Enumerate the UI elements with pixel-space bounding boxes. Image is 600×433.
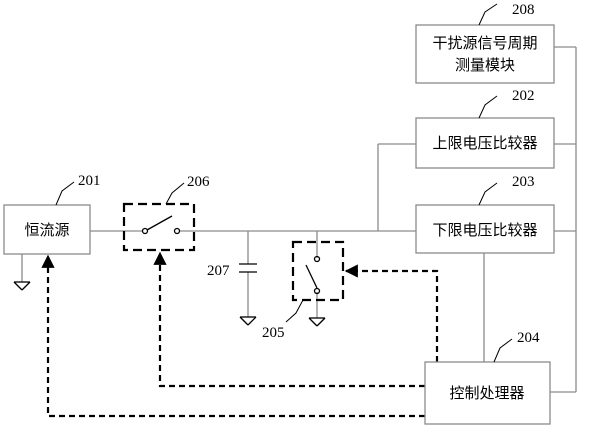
block-202-leader — [478, 95, 498, 119]
block-201-leader — [55, 181, 75, 206]
interference-module-block: 干扰源信号周期 测量模块 — [415, 24, 555, 84]
ground-symbol-capacitor — [239, 316, 257, 326]
controller-block: 控制处理器 — [424, 361, 551, 425]
control-signals — [41, 251, 439, 418]
block-204-leader — [493, 338, 513, 363]
controller-label: 控制处理器 — [449, 384, 524, 402]
interference-module-label-line1: 干扰源信号周期 — [432, 34, 537, 52]
switch-205-leader — [285, 299, 304, 323]
block-203-ref-label: 203 — [512, 174, 535, 190]
charge-switch-206 — [122, 202, 196, 252]
wiring — [21, 46, 577, 393]
switch-206-leader — [165, 182, 185, 205]
block-204-ref-label: 204 — [517, 330, 540, 346]
capacitor-207 — [239, 263, 257, 273]
discharge-switch-205 — [291, 240, 345, 302]
upper-comparator-block: 上限电压比较器 — [415, 117, 555, 169]
block-208-ref-label: 208 — [512, 2, 535, 18]
block-202-ref-label: 202 — [512, 88, 535, 104]
switch-205-ref-label: 205 — [262, 325, 285, 341]
current-source-block: 恒流源 — [3, 204, 91, 255]
interference-module-label-line2: 测量模块 — [455, 56, 515, 74]
lower-comparator-block: 下限电压比较器 — [415, 204, 555, 254]
ground-symbol-source — [13, 281, 31, 291]
block-203-leader — [478, 182, 498, 206]
capacitor-ref-label: 207 — [207, 263, 230, 279]
block-208-leader — [478, 3, 498, 26]
ground-symbol-switch — [308, 317, 326, 327]
current-source-label: 恒流源 — [24, 221, 69, 239]
block-201-ref-label: 201 — [78, 173, 101, 189]
upper-comparator-label: 上限电压比较器 — [432, 134, 537, 152]
switch-206-ref-label: 206 — [187, 174, 210, 190]
lower-comparator-label: 下限电压比较器 — [432, 221, 537, 239]
